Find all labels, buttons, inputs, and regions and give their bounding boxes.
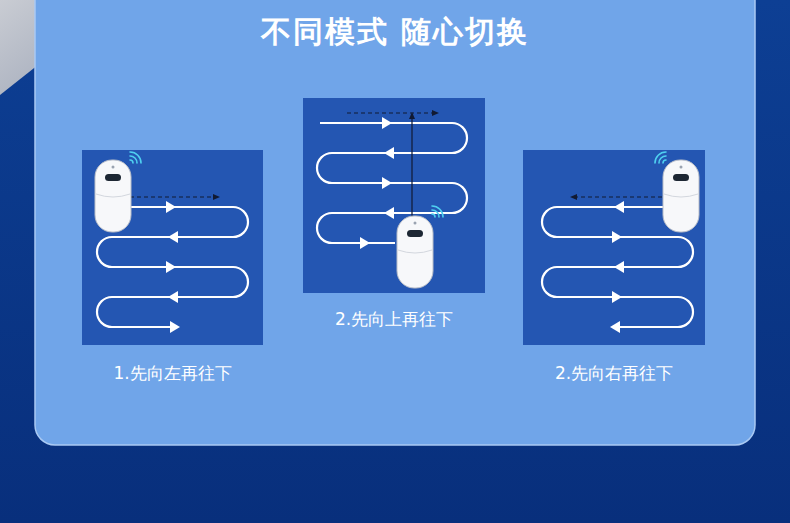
mode-panel: 2.先向上再往下 bbox=[303, 98, 485, 293]
mode-caption: 1.先向左再往下 bbox=[52, 362, 293, 385]
mode-caption: 2.先向上再往下 bbox=[273, 308, 515, 331]
mode-caption: 2.先向右再往下 bbox=[493, 362, 735, 385]
page-title: 不同模式 随心切换 bbox=[0, 12, 790, 53]
mode-panel: 2.先向右再往下 bbox=[523, 150, 705, 345]
mode-panel: 1.先向左再往下 bbox=[82, 150, 263, 345]
